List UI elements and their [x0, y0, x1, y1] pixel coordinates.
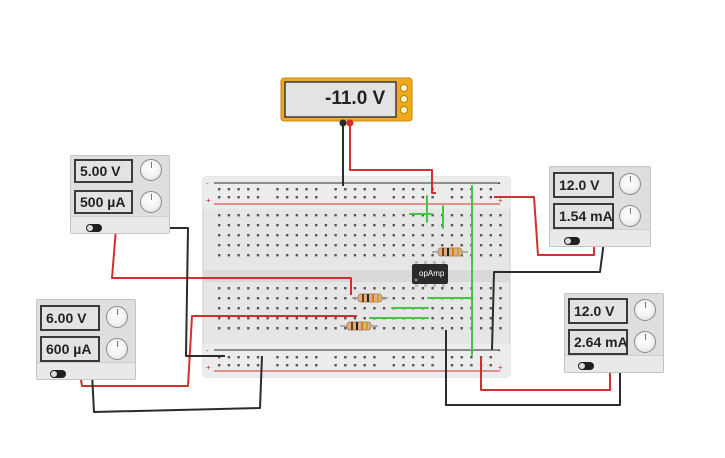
wire-psu1-positive: [111, 227, 352, 295]
psu4-voltage-knob[interactable]: [634, 299, 656, 321]
multimeter-probe-terminals: [339, 119, 354, 127]
psu3-current-knob[interactable]: [619, 205, 641, 227]
multimeter[interactable]: [280, 77, 413, 127]
wire-psu4-negative: [445, 330, 621, 406]
psu4-power-switch[interactable]: [578, 362, 594, 370]
wire-psu4-positive: [480, 356, 611, 391]
svg-text:+: +: [206, 196, 211, 205]
multimeter-mode-a-button[interactable]: [400, 84, 408, 92]
wire-psu3-positive: [494, 196, 595, 256]
psu2-current-knob[interactable]: [106, 338, 128, 360]
svg-text:-: -: [206, 179, 209, 188]
psu1-voltage-knob[interactable]: [140, 159, 162, 181]
wire-meter-positive: [349, 125, 436, 194]
wire-psu3-negative: [491, 240, 605, 351]
opamp-chip[interactable]: [412, 261, 448, 287]
psu2-power-switch[interactable]: [50, 370, 66, 378]
psu3-current-display[interactable]: [553, 203, 614, 229]
resistor-2[interactable]: [352, 293, 388, 303]
svg-text:+: +: [498, 363, 503, 372]
wire-psu2-negative: [91, 355, 263, 413]
psu2-voltage-knob[interactable]: [106, 306, 128, 328]
svg-text:-: -: [206, 346, 209, 355]
jumper-wires[interactable]: [369, 185, 473, 356]
psu3-voltage-display[interactable]: [553, 172, 614, 198]
psu1-current-knob[interactable]: [140, 191, 162, 213]
psu2-current-display[interactable]: [40, 336, 100, 362]
psu1-voltage-display[interactable]: [74, 159, 133, 183]
psu4-voltage-display[interactable]: [568, 298, 628, 324]
psu2-voltage-display[interactable]: [40, 305, 100, 331]
wire-psu2-positive: [79, 315, 357, 387]
multimeter-mode-r-button[interactable]: [400, 106, 408, 114]
psu1-power-switch[interactable]: [86, 224, 102, 232]
svg-text:+: +: [498, 196, 503, 205]
psu3-power-switch[interactable]: [564, 237, 580, 245]
multimeter-mode-v-button[interactable]: [400, 95, 408, 103]
psu3-voltage-knob[interactable]: [619, 173, 641, 195]
svg-text:-: -: [498, 179, 501, 188]
red-wires[interactable]: [79, 125, 611, 391]
resistor-3[interactable]: [340, 321, 378, 331]
svg-text:-: -: [498, 346, 501, 355]
svg-text:+: +: [206, 363, 211, 372]
psu4-current-display[interactable]: [568, 329, 628, 355]
psu4-current-knob[interactable]: [634, 331, 656, 353]
resistor-1[interactable]: [432, 247, 468, 257]
psu1-current-display[interactable]: [74, 190, 133, 214]
